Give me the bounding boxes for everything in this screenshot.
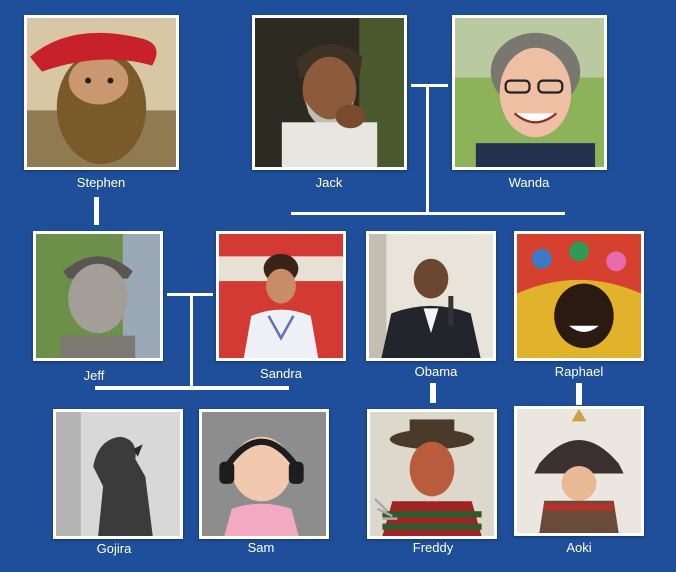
man-at-microphone-icon: [369, 234, 493, 358]
monster-statue-icon: [56, 412, 180, 536]
portrait-wanda[interactable]: [452, 15, 607, 170]
name-gojira: Gojira: [96, 541, 132, 556]
woman-kimono-icon: [219, 234, 343, 358]
connector-jack-wanda: [411, 84, 448, 87]
name-wanda: Wanda: [508, 175, 550, 190]
portrait-freddy[interactable]: [367, 409, 497, 539]
name-aoki: Aoki: [566, 540, 592, 555]
name-freddy: Freddy: [412, 540, 454, 555]
portrait-jeff[interactable]: [33, 231, 163, 361]
connector-obama-freddy: [430, 383, 436, 403]
connector-raphael-aoki: [576, 383, 582, 405]
portrait-stephen[interactable]: [24, 15, 179, 170]
horror-mask-icon: [370, 412, 494, 536]
connector-jack-wanda-down: [426, 84, 429, 214]
portrait-jack[interactable]: [252, 15, 407, 170]
portrait-sandra[interactable]: [216, 231, 346, 361]
man-carnival-headdress-icon: [517, 234, 641, 358]
name-jeff: Jeff: [83, 368, 105, 383]
child-samurai-helmet-icon: [517, 409, 641, 533]
portrait-sam[interactable]: [199, 409, 329, 539]
portrait-aoki[interactable]: [514, 406, 644, 536]
bearded-man-red-hat-icon: [27, 18, 176, 167]
portrait-gojira[interactable]: [53, 409, 183, 539]
name-raphael: Raphael: [554, 364, 604, 379]
connector-jeff-sandra-down: [190, 293, 193, 388]
name-obama: Obama: [414, 364, 458, 379]
connector-jeff-sandra-children: [95, 386, 289, 390]
name-jack: Jack: [315, 175, 343, 190]
baby-headphones-icon: [202, 412, 326, 536]
portrait-raphael[interactable]: [514, 231, 644, 361]
portrait-obama[interactable]: [366, 231, 496, 361]
name-sam: Sam: [247, 540, 275, 555]
name-sandra: Sandra: [260, 366, 302, 381]
connector-stephen-jeff: [94, 197, 99, 225]
old-man-smoking-icon: [255, 18, 404, 167]
connector-jack-wanda-children: [291, 212, 565, 215]
name-stephen: Stephen: [76, 175, 126, 190]
smiling-woman-glasses-icon: [455, 18, 604, 167]
statue-man-icon: [36, 234, 160, 358]
